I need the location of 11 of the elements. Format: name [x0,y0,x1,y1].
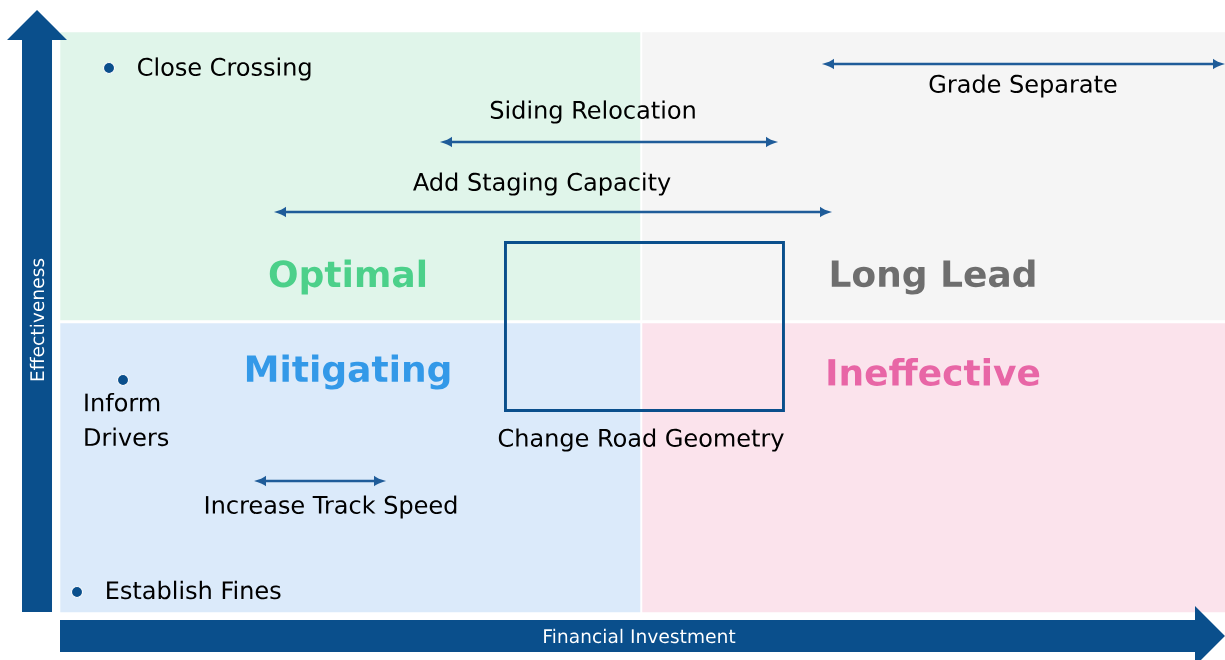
item-label: Close Crossing [138,57,311,81]
item-label: Inform Drivers [85,392,169,447]
item-label: Add Staging Capacity [413,172,671,196]
item-label: Siding Relocation [490,100,695,124]
range-box: Change Road Geometry [498,241,785,452]
axis-label: Effectiveness [29,258,45,381]
item-label: Grade Separate [929,74,1117,98]
item-label: Establish Fines [107,580,281,600]
node-label: Change Road Geometry [498,428,784,452]
item-label: Increase Track Speed [205,495,457,519]
axis-label: Financial Investment [544,628,736,644]
